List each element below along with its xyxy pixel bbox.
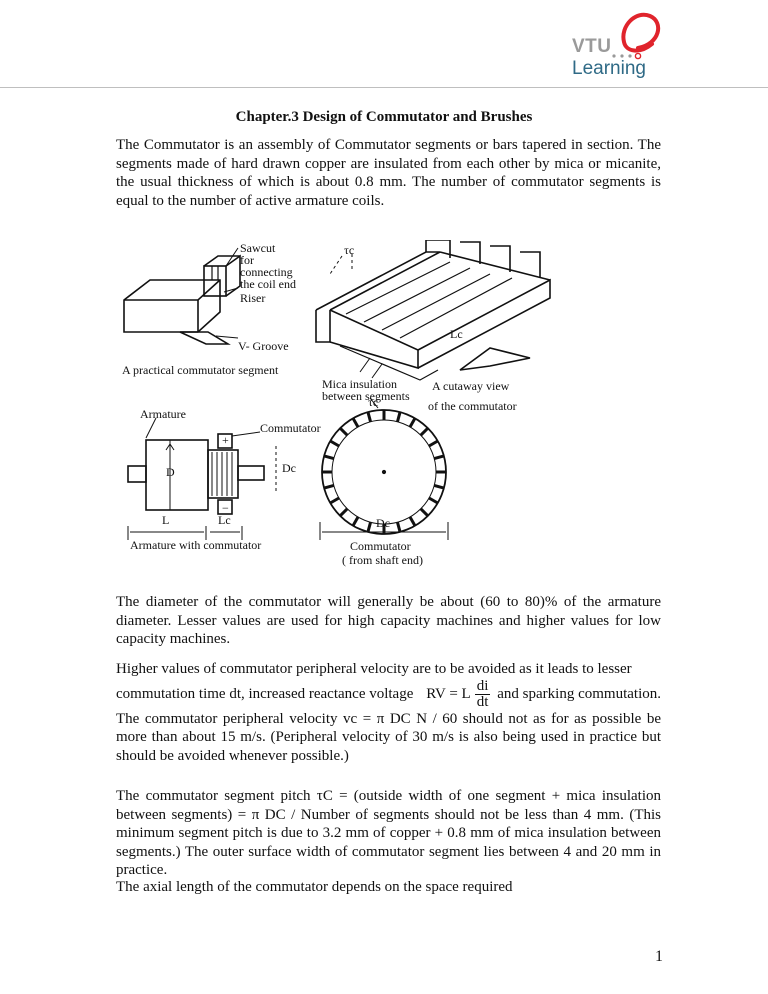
label-lc-top: Lc: [450, 327, 463, 341]
label-dc-side: Dc: [282, 461, 296, 475]
logo-learning-text: Learning: [572, 58, 646, 79]
commutator-segment-ticks: [322, 410, 446, 534]
label-sawcut-1: Sawcut: [240, 241, 276, 255]
commutator-segment-tick: [329, 496, 340, 505]
commutator-segment-tick: [428, 496, 439, 505]
label-sawcut-2: for: [240, 253, 254, 267]
commutator-segment-tick: [396, 411, 402, 423]
commutator-segment-tick: [351, 417, 360, 428]
velocity-line-2-start: commutation time dt, increased reactance…: [116, 685, 414, 702]
commutator-segment-tick: [419, 507, 429, 517]
commutator-segment-tick: [366, 411, 372, 423]
label-plus: +: [222, 433, 229, 447]
paragraph-velocity: Higher values of commutator peripheral v…: [116, 660, 661, 765]
label-mica-1: Mica insulation: [322, 377, 397, 391]
commutator-segment-tick: [419, 427, 429, 437]
commutator-segment-tick: [351, 516, 360, 527]
label-v-groove: V- Groove: [238, 339, 289, 353]
label-lc-bottom: Lc: [218, 513, 231, 527]
commutator-segment-tick: [433, 484, 445, 490]
cutaway-drawing: [315, 240, 551, 381]
commutator-segment-tick: [428, 439, 439, 448]
label-l: L: [162, 513, 169, 527]
velocity-rest: The commutator peripheral velocity vc = …: [116, 710, 661, 764]
rv-denominator: dt: [476, 693, 489, 710]
label-cutaway-2: of the commutator: [428, 399, 517, 413]
label-minus: −: [222, 501, 229, 515]
paragraph-diameter: The diameter of the commutator will gene…: [116, 594, 661, 647]
header-rule: [0, 87, 768, 88]
paragraph-intro: The Commutator is an assembly of Commuta…: [116, 137, 661, 209]
logo-vtu-text: VTU: [572, 36, 612, 57]
rv-numerator: di: [474, 677, 491, 695]
practical-segment-drawing: [123, 247, 241, 345]
commutator-segment-tick: [339, 427, 349, 437]
paragraph-segment-pitch: The commutator segment pitch τC = (outsi…: [116, 788, 661, 878]
velocity-line-1: Higher values of commutator peripheral v…: [116, 661, 632, 677]
rv-equation-lhs: RV = L: [426, 685, 471, 702]
commutator-segment-tick: [329, 439, 340, 448]
commutator-segment-tick: [339, 507, 349, 517]
velocity-equation-line: commutation time dt, increased reactance…: [116, 677, 661, 710]
label-dc-ring: Dc: [376, 516, 390, 530]
commutator-figure: Sawcut for connecting the coil end Riser…: [122, 240, 551, 567]
label-riser: Riser: [240, 291, 265, 305]
label-armature-with-commutator: Armature with commutator: [130, 538, 261, 552]
commutator-segment-tick: [396, 521, 402, 533]
label-d: D: [166, 465, 175, 479]
commutator-segment-tick: [408, 516, 417, 527]
commutator-segment-tick: [323, 484, 335, 490]
chapter-title: Chapter.3 Design of Commutator and Brush…: [235, 109, 533, 125]
commutator-segment-tick: [366, 521, 372, 533]
label-practical-segment: A practical commutator segment: [122, 363, 279, 377]
velocity-line-2-end: and sparking commutation.: [497, 685, 661, 702]
paragraph-axial-length: The axial length of the commutator depen…: [116, 879, 513, 895]
label-sawcut-3: connecting: [240, 265, 293, 279]
label-commutator: Commutator: [260, 421, 321, 435]
commutator-segment-tick: [408, 417, 417, 428]
label-sawcut-4: the coil end: [240, 277, 296, 291]
logo-e-icon: [612, 12, 661, 60]
label-tau-c-top: τc: [344, 243, 354, 257]
label-commutator-end-1: Commutator: [350, 539, 411, 553]
label-armature: Armature: [140, 407, 186, 421]
label-commutator-end-2: ( from shaft end): [342, 553, 423, 567]
vtu-elearning-logo: VTU Learning: [568, 8, 668, 84]
label-cutaway-1: A cutaway view: [432, 379, 510, 393]
label-mica-2: between segments: [322, 389, 410, 403]
label-tau-c-ring: τc: [368, 395, 378, 409]
armature-drawing: [127, 417, 277, 540]
commutator-segment-tick: [433, 454, 445, 460]
page-number: 1: [655, 948, 663, 965]
commutator-segment-tick: [323, 454, 335, 460]
